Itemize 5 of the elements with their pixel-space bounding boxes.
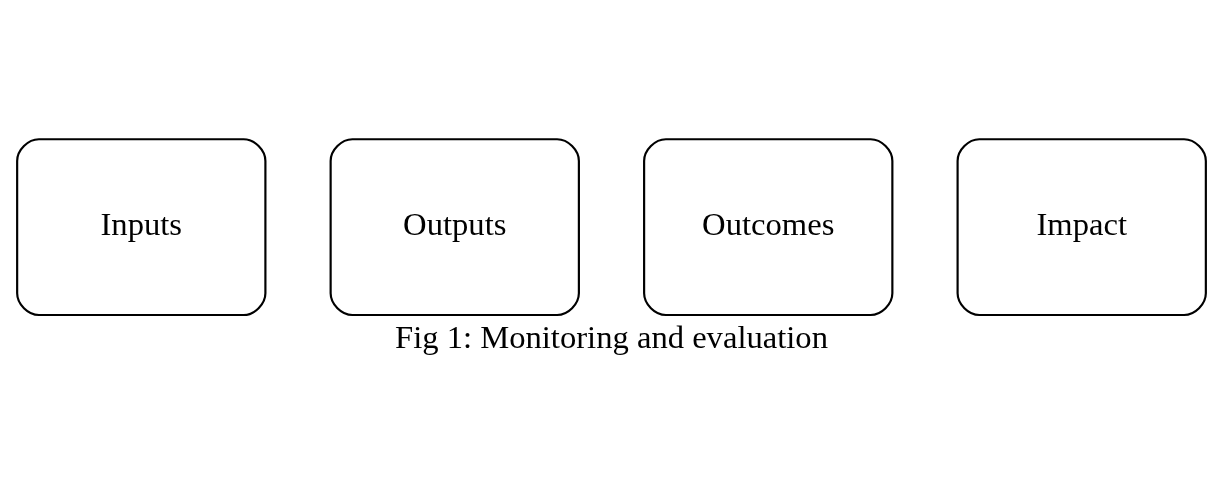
caption: Fig 1: Monitoring and evaluation <box>395 318 828 355</box>
node-box: Impact <box>956 137 1207 316</box>
node-box: Outputs <box>329 137 580 316</box>
node-box: Inputs <box>16 137 267 316</box>
node-box: Outcomes <box>643 137 894 316</box>
